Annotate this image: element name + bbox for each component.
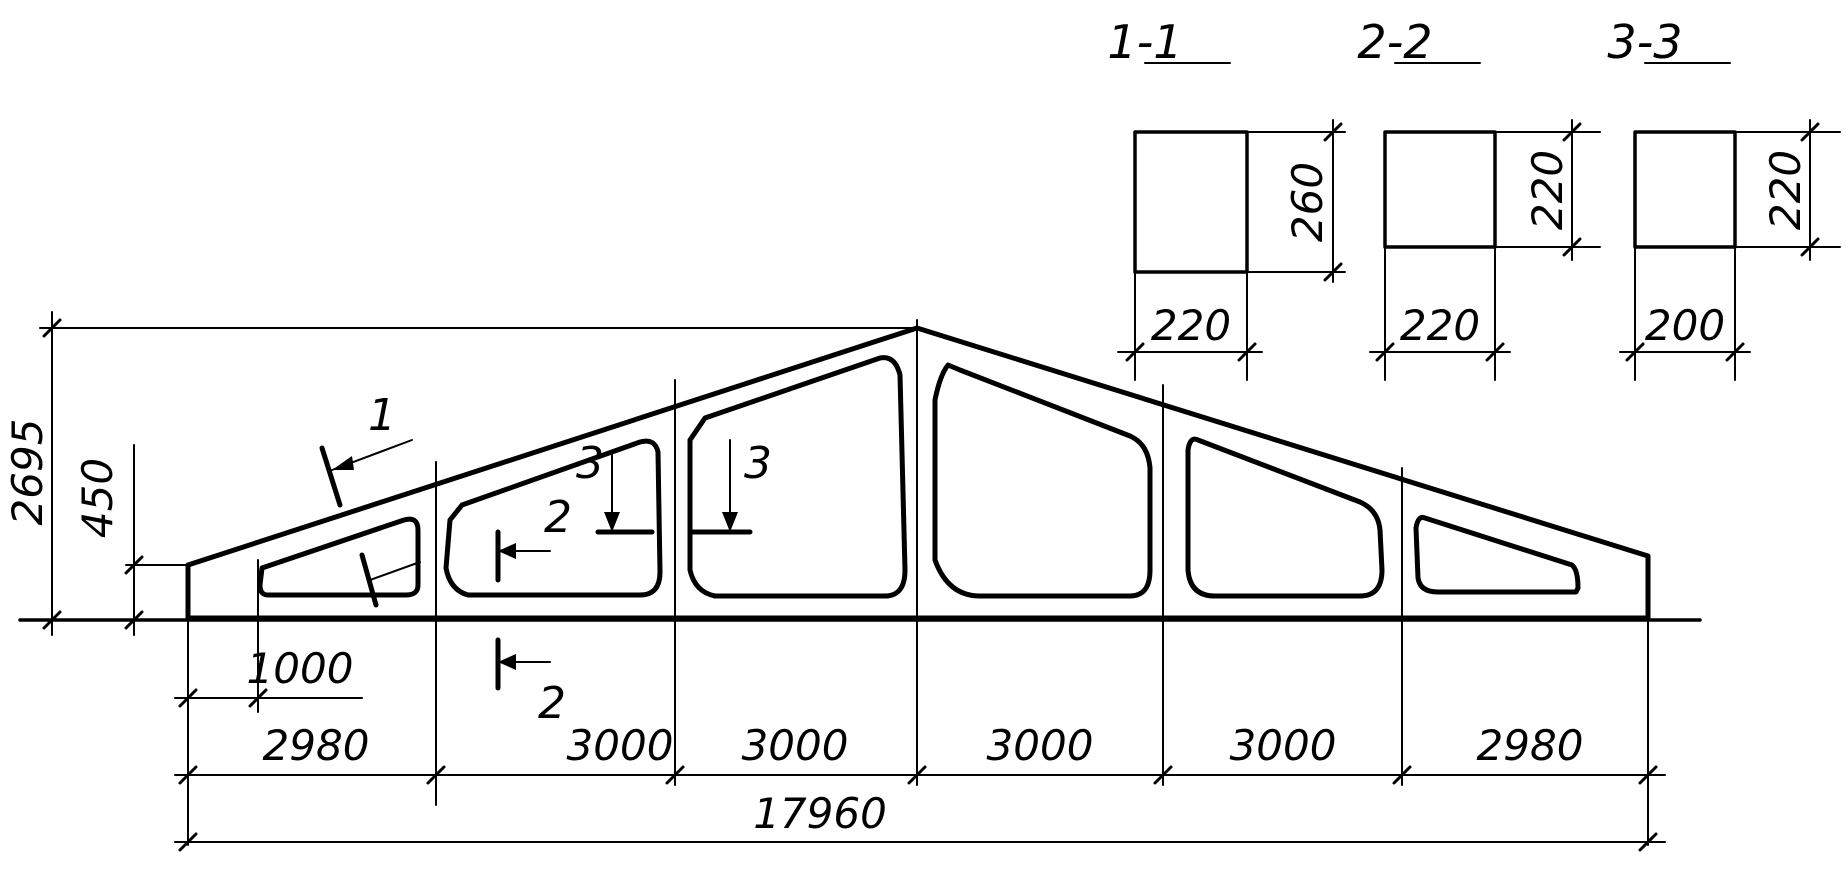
dimension-tick bbox=[178, 765, 198, 785]
opening-6 bbox=[1413, 515, 1581, 595]
panel-openings bbox=[257, 355, 1581, 599]
dimension-tick bbox=[426, 765, 446, 785]
section-3-3: 3-3 220 200 bbox=[1607, 15, 1841, 381]
overall-height: 2695 bbox=[3, 419, 52, 526]
dimension-tick bbox=[1562, 237, 1582, 257]
dimension-tick bbox=[1237, 342, 1257, 362]
panel-dim-1: 2980 bbox=[263, 721, 370, 770]
dimension-tick bbox=[178, 832, 198, 852]
panel-grid-lines bbox=[187, 319, 1649, 846]
dimension-tick bbox=[1323, 262, 1343, 282]
cut-mark-2-bottom: 2 bbox=[538, 678, 566, 729]
opening-5 bbox=[1185, 436, 1385, 599]
vertical-dimensions: 2695 450 bbox=[3, 311, 918, 636]
dimension-tick bbox=[907, 765, 927, 785]
dimension-tick bbox=[665, 765, 685, 785]
section-title-3: 3-3 bbox=[1607, 15, 1682, 69]
cut-mark-3-left: 3 bbox=[576, 438, 604, 489]
dimension-tick bbox=[1725, 342, 1745, 362]
cut-mark-1: 1 bbox=[368, 390, 396, 441]
dimension-tick bbox=[1485, 342, 1505, 362]
section-2-height: 220 bbox=[1523, 150, 1572, 230]
first-offset-dim: 1000 bbox=[247, 644, 354, 693]
dimension-tick bbox=[1323, 122, 1343, 142]
section-title-1: 1-1 bbox=[1107, 15, 1182, 69]
dimension-tick bbox=[248, 688, 268, 708]
truss-outline bbox=[18, 325, 1702, 622]
section-3-width: 200 bbox=[1645, 301, 1725, 350]
dimension-tick bbox=[1375, 342, 1395, 362]
opening-3 bbox=[687, 355, 908, 599]
panel-dim-2: 3000 bbox=[567, 721, 674, 770]
dimension-tick bbox=[124, 555, 144, 575]
dimension-tick bbox=[42, 610, 62, 630]
dimension-tick bbox=[42, 318, 62, 338]
dimension-tick bbox=[1562, 122, 1582, 142]
section-cut-markers: 1 2 2 3 3 bbox=[319, 390, 772, 729]
section-2-2: 2-2 220 220 bbox=[1357, 15, 1601, 381]
overall-length: 17960 bbox=[753, 789, 887, 838]
panel-dim-6: 2980 bbox=[1477, 721, 1584, 770]
opening-2 bbox=[443, 438, 663, 598]
dimension-tick bbox=[1625, 342, 1645, 362]
dimension-tick bbox=[1153, 765, 1173, 785]
dimension-tick bbox=[178, 688, 198, 708]
panel-dim-5: 3000 bbox=[1230, 721, 1337, 770]
dimension-tick bbox=[124, 610, 144, 630]
dimension-tick bbox=[1638, 765, 1658, 785]
end-height: 450 bbox=[73, 458, 122, 538]
dimension-tick bbox=[1800, 122, 1820, 142]
panel-dim-3: 3000 bbox=[742, 721, 849, 770]
section-1-1: 1-1 260 220 bbox=[1107, 15, 1346, 381]
dimension-tick bbox=[1392, 765, 1412, 785]
section-2-width: 220 bbox=[1400, 301, 1480, 350]
bottom-dimensions: 1000 2980 3000 3000 3000 3000 2980 17960 bbox=[174, 644, 1666, 843]
cut-mark-3-right: 3 bbox=[744, 438, 772, 489]
opening-1 bbox=[257, 516, 421, 598]
cut-mark-2-top: 2 bbox=[544, 492, 572, 543]
section-title-2: 2-2 bbox=[1357, 15, 1432, 69]
section-1-height: 260 bbox=[1283, 162, 1332, 242]
dimension-tick bbox=[1638, 832, 1658, 852]
section-3-height: 220 bbox=[1761, 150, 1810, 230]
opening-4 bbox=[932, 362, 1153, 599]
section-1-width: 220 bbox=[1151, 301, 1231, 350]
dimension-tick bbox=[1125, 342, 1145, 362]
dimension-tick bbox=[1800, 237, 1820, 257]
panel-dim-4: 3000 bbox=[987, 721, 1094, 770]
